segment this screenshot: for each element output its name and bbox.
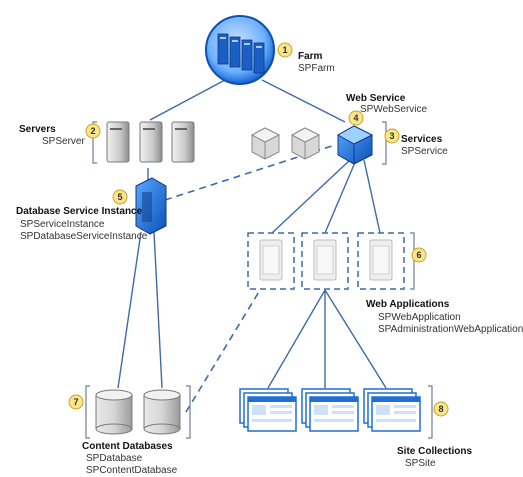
badge-2-label: 2 [90,126,95,136]
web-service-class: SPWebService [360,104,428,115]
connector-service-webapp3 [363,159,381,234]
server-icon [171,121,195,163]
site-collection-icon [301,388,359,432]
badge-4-label: 4 [353,113,358,123]
connector-service-webapp2 [324,159,357,234]
service-cube-icon [290,127,321,160]
badge-5-label: 5 [117,192,122,202]
badge-1-label: 1 [282,45,287,55]
badge-5: 5 [112,189,128,205]
badge-2: 2 [85,123,101,139]
server-icon [106,121,130,163]
web-application-icon [247,232,295,290]
servers-bracket [92,121,97,164]
farm-icon [205,15,275,85]
server-icons [106,121,195,163]
content-databases-title: Content Databases [82,441,173,452]
web-application-icon [357,232,405,290]
connector-service-webapp1 [271,159,351,234]
farm-title: Farm [298,51,323,62]
connector-webapp-site3 [324,289,387,389]
services-class: SPService [401,146,448,157]
database-cylinder-icon [143,389,181,435]
badge-8-label: 8 [438,404,443,414]
web-applications-title: Web Applications [366,299,450,310]
web-applications-class-1: SPWebApplication [378,312,461,323]
badge-8: 8 [433,401,449,417]
services-title: Services [401,134,443,145]
badge-3: 3 [384,128,400,144]
connector-lines [117,79,387,389]
content-databases-bracket [85,385,90,439]
database-service-instance-class-2: SPDatabaseServiceInstance [20,231,148,242]
connector-webapp-site1 [267,289,326,389]
server-icon [139,121,163,163]
servers-title: Servers [19,124,56,135]
service-cube-icons [250,125,374,165]
web-application-icons [247,232,405,290]
badge-7-label: 7 [73,397,78,407]
site-collections-bracket [428,385,433,439]
servers-class: SPServer [42,136,85,147]
database-service-instance-class-1: SPServiceInstance [20,219,105,230]
web-application-icon [301,232,349,290]
badge-1: 1 [277,42,293,58]
connector-farm-servers [149,79,226,121]
database-cylinder-icon [95,389,133,435]
badge-3-label: 3 [389,131,394,141]
badge-6: 6 [411,247,427,263]
connector-farm-webservice [261,79,346,123]
content-databases-bracket-right [186,385,191,439]
site-collection-icons [239,388,421,432]
web-applications-bracket [410,232,415,290]
badge-6-label: 6 [416,250,421,260]
database-service-instance-title: Database Service Instance [16,206,143,217]
site-collection-icon [239,388,297,432]
content-databases-class-1: SPDatabase [86,453,143,464]
services-bracket [382,121,387,165]
service-cube-icon [250,127,281,160]
connector-dbinstance-db2 [153,231,163,389]
site-collections-class: SPSite [405,458,436,469]
connector-dbinstance-db1 [117,231,142,389]
site-collections-title: Site Collections [397,446,472,457]
web-applications-class-2: SPAdministrationWebApplication [378,324,523,335]
number-badges: 1 2 3 4 5 6 7 8 [68,42,449,417]
dashed-connectors [164,144,336,413]
farm-class: SPFarm [298,63,335,74]
site-collection-icon [363,388,421,432]
web-service-title: Web Service [346,93,406,104]
badge-7: 7 [68,394,84,410]
labels: Farm SPFarm Servers SPServer Web Service… [16,51,523,476]
content-databases-class-2: SPContentDatabase [86,465,178,476]
badge-4: 4 [348,110,364,126]
web-service-cube-icon [336,125,374,165]
database-service-instance-icon [135,177,167,235]
content-database-icons [95,389,181,435]
